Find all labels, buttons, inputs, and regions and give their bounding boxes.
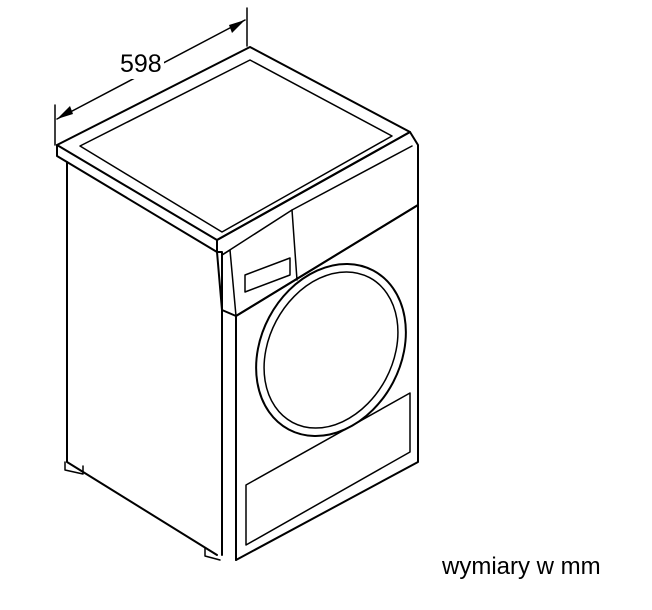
width-dimension-label: 598 bbox=[118, 50, 164, 79]
top-panel bbox=[56, 46, 411, 253]
front-panel bbox=[235, 204, 419, 561]
side-panel bbox=[64, 161, 223, 561]
units-note: wymiary w mm bbox=[442, 553, 601, 580]
service-flap bbox=[245, 392, 411, 546]
door bbox=[255, 263, 407, 437]
